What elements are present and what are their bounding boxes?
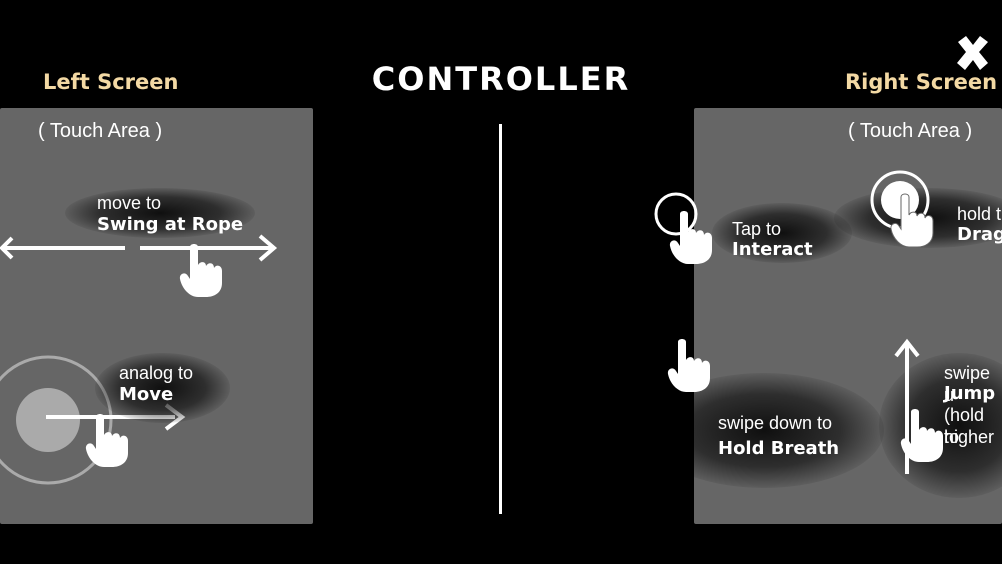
left-arrow-icon (0, 236, 125, 260)
tap-hint-line1: Tap to (732, 219, 782, 239)
hand-pointer-icon (667, 339, 710, 392)
screen-divider (499, 124, 502, 514)
hand-pointer-icon (890, 193, 934, 248)
close-icon (957, 36, 988, 70)
swipe-up-hint-line1: swipe u (944, 363, 991, 405)
page-title: CONTROLLER (371, 60, 631, 98)
hold-hint-line1: hold t (957, 204, 1002, 224)
swipe-up-hint-line2: Jump (944, 383, 996, 404)
hand-pointer-icon (85, 414, 128, 467)
swing-arrows (0, 234, 278, 262)
swipe-up-hint-line3: (hold to (944, 405, 985, 447)
left-screen-label: Left Screen (43, 70, 179, 94)
analog-hint-line1: analog to (119, 363, 194, 383)
swipe-down-hint-line1: swipe down to (718, 413, 833, 433)
left-touch-area-label: ( Touch Area ) (38, 120, 163, 142)
right-touch-panel[interactable]: ( Touch Area ) Tap to Interact hold t Dr… (694, 108, 1002, 524)
swing-hint-shadow (65, 188, 255, 238)
hold-hint-line2: Drag (957, 224, 1002, 245)
swipe-down-hint-line2: Hold Breath (718, 438, 840, 459)
swipe-up-hint-line4: higher (944, 427, 995, 447)
right-touch-area-label: ( Touch Area ) (848, 120, 973, 142)
tap-hint-shadow (712, 203, 852, 263)
analog-hint-shadow (95, 353, 230, 423)
swipe-down-hint-shadow (694, 373, 884, 488)
right-screen-label: Right Screen (845, 70, 998, 94)
hand-pointer-icon (179, 244, 222, 297)
analog-hint-line2: Move (119, 384, 174, 405)
swing-hint-line2: Swing at Rope (97, 214, 244, 235)
right-arrow-icon (140, 234, 278, 262)
swipe-up-hint-shadow (879, 353, 1002, 498)
tap-touch-indicator (654, 192, 698, 236)
hand-pointer-icon (900, 409, 943, 462)
left-touch-panel[interactable]: ( Touch Area ) move to Swing at Rope ana… (0, 108, 313, 524)
close-button[interactable] (952, 32, 994, 74)
swing-hint-line1: move to (97, 193, 162, 213)
hand-pointer-icon (669, 211, 712, 264)
tap-hint-line2: Interact (732, 239, 813, 260)
